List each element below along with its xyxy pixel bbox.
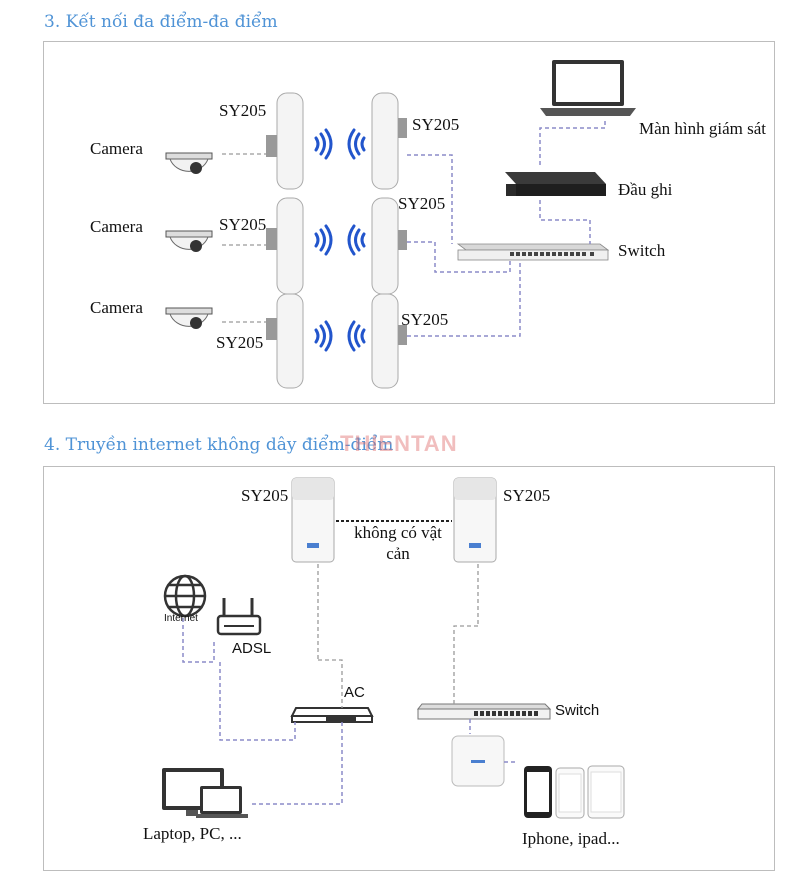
cpe-device-right-3 (371, 293, 407, 389)
device-label-right-1: SY205 (412, 115, 460, 134)
camera-label-2: Camera (90, 217, 143, 236)
wifi-signal-left-icon (347, 224, 366, 256)
adsl-label: ADSL (232, 640, 272, 657)
internet-label: Internet (164, 613, 198, 624)
device-label-left-1: SY205 (219, 101, 267, 120)
adsl-router-icon (216, 598, 262, 636)
switch-label-section3: Switch (618, 241, 666, 260)
wifi-signal-right-icon (314, 224, 333, 256)
cpe-device-right-1 (371, 92, 407, 190)
monitor-label: Màn hình giám sát (639, 119, 767, 138)
camera-icon (165, 230, 213, 252)
indoor-ap-icon (451, 735, 505, 787)
recorder-label: Đầu ghi (618, 180, 673, 199)
mobile-devices-icon (524, 765, 625, 819)
wifi-signal-left-icon (347, 320, 366, 352)
device-label-right-4: SY205 (503, 486, 551, 505)
phone-label: Iphone, ipad... (522, 829, 620, 848)
monitor-icon (540, 60, 636, 116)
camera-icon (165, 307, 213, 329)
outdoor-ap-left-icon (291, 477, 335, 563)
camera-icon (165, 152, 213, 174)
device-label-left-4: SY205 (241, 486, 289, 505)
wifi-signal-left-icon (347, 128, 366, 160)
line-of-sight-label: không có vật cản (346, 522, 450, 564)
device-label-right-2: SY205 (398, 194, 446, 213)
computer-icon (162, 768, 248, 818)
cpe-device-left-1 (266, 92, 304, 190)
watermark: THIENTAN (340, 431, 458, 456)
device-label-left-3: SY205 (216, 333, 264, 352)
section3-panel (43, 41, 775, 404)
outdoor-ap-right-icon (453, 477, 497, 563)
ac-label: AC (344, 684, 365, 701)
switch-label-section4: Switch (555, 702, 600, 719)
device-label-left-2: SY205 (219, 215, 267, 234)
cpe-device-left-3 (266, 293, 304, 389)
device-label-right-3: SY205 (401, 310, 449, 329)
camera-label-1: Camera (90, 139, 143, 158)
recorder-icon (505, 172, 606, 196)
wifi-signal-right-icon (314, 128, 333, 160)
section3-heading: 3. Kết nối đa điểm-đa điểm (44, 12, 278, 32)
globe-icon (163, 574, 207, 618)
wifi-signal-right-icon (314, 320, 333, 352)
camera-label-3: Camera (90, 298, 143, 317)
ac-controller-icon (290, 707, 374, 723)
switch-icon (456, 243, 610, 261)
laptop-label: Laptop, PC, ... (143, 824, 242, 843)
switch-icon (416, 703, 552, 720)
section4-heading: 4. Truyền internet không dây điểm-điểm (44, 435, 394, 455)
